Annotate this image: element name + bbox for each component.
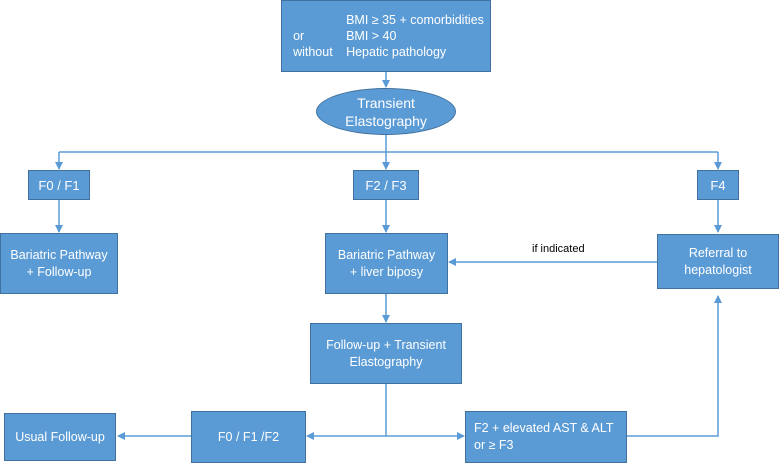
branch-f4-label: F4 bbox=[710, 177, 726, 193]
outcome-high-line2: or ≥ F3 bbox=[474, 438, 514, 452]
followup-elastography-box: Follow-up + Transient Elastography bbox=[310, 323, 462, 384]
transient-elastography-node: Transient Elastography bbox=[316, 88, 456, 135]
referral-hepatologist-box: Referral to hepatologist bbox=[657, 234, 779, 289]
bariatric-biopsy-line1: Bariatric Pathway bbox=[337, 247, 436, 262]
elastography-line1: Transient bbox=[357, 94, 415, 111]
criteria-text: BMI > 40 bbox=[346, 29, 397, 43]
followup-te-line2: Elastography bbox=[349, 354, 423, 369]
usual-followup-box: Usual Follow-up bbox=[4, 413, 116, 461]
if-indicated-label: if indicated bbox=[532, 243, 585, 255]
bariatric-followup-line2: + Follow-up bbox=[26, 264, 92, 279]
bariatric-biopsy-box: Bariatric Pathway + liver biposy bbox=[325, 233, 448, 294]
criteria-prefix bbox=[293, 12, 346, 28]
bariatric-biopsy-line2: + liver biposy bbox=[349, 264, 424, 279]
start-criteria-box: BMI ≥ 35 + comorbidities or BMI > 40 wit… bbox=[281, 0, 491, 72]
branch-f0-f1-label: F0 / F1 bbox=[38, 177, 80, 193]
outcome-f2-elevated-box: F2 + elevated AST & ALT or ≥ F3 bbox=[465, 411, 627, 463]
criteria-text: BMI ≥ 35 + comorbidities bbox=[346, 13, 484, 27]
referral-line2: hepatologist bbox=[684, 262, 752, 277]
outcome-low-label: F0 / F1 /F2 bbox=[217, 429, 280, 444]
referral-line1: Referral to bbox=[688, 245, 748, 260]
outcome-high-line1: F2 + elevated AST & ALT bbox=[474, 421, 614, 435]
followup-te-line1: Follow-up + Transient bbox=[326, 337, 446, 352]
criteria-prefix: without bbox=[293, 45, 333, 59]
usual-followup-label: Usual Follow-up bbox=[15, 429, 105, 444]
branch-f0-f1: F0 / F1 bbox=[28, 170, 90, 200]
elastography-line2: Elastography bbox=[345, 112, 427, 129]
criteria-prefix: or bbox=[293, 29, 305, 43]
bariatric-followup-line1: Bariatric Pathway bbox=[10, 247, 108, 262]
branch-f2-f3-label: F2 / F3 bbox=[365, 177, 407, 193]
arrow-outcome-high-to-referral bbox=[627, 295, 722, 437]
branch-f2-f3: F2 / F3 bbox=[353, 170, 419, 200]
criteria-text: Hepatic pathology bbox=[346, 45, 447, 59]
bariatric-followup-box: Bariatric Pathway + Follow-up bbox=[0, 233, 118, 294]
outcome-f0-f1-f2-box: F0 / F1 /F2 bbox=[191, 411, 306, 463]
branch-f4: F4 bbox=[697, 170, 739, 200]
